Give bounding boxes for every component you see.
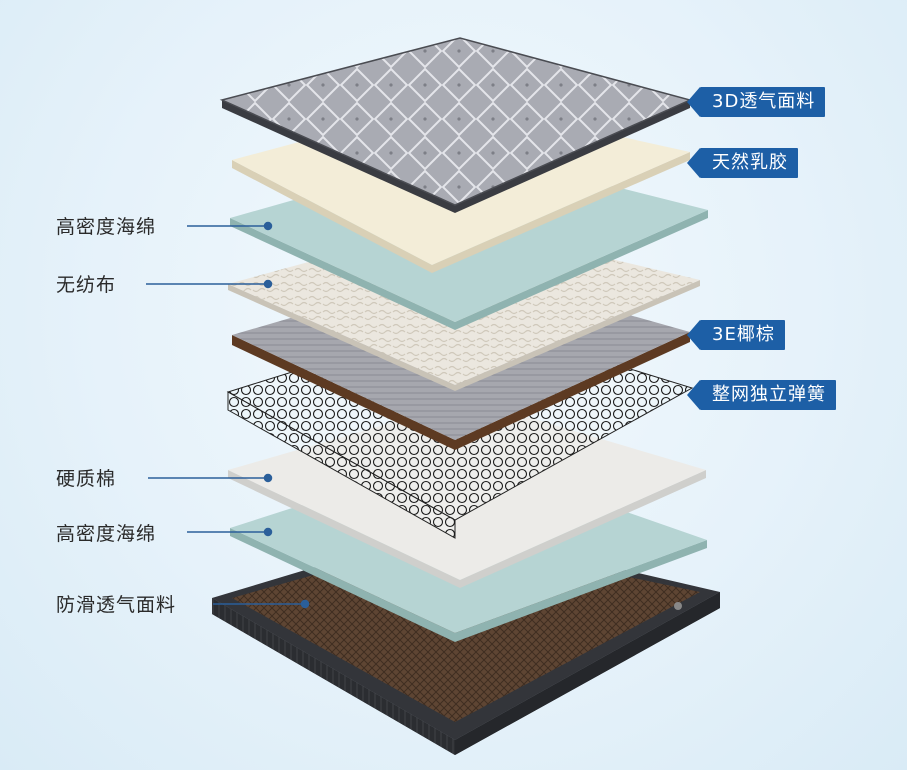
label-high-density-foam-upper: 高密度海绵 bbox=[56, 216, 157, 238]
tag-pocket-springs: 整网独立弹簧 bbox=[687, 380, 836, 410]
leader-lines-left bbox=[146, 221, 310, 609]
label-antislip-fabric: 防滑透气面料 bbox=[56, 594, 177, 616]
label-high-density-foam-lower: 高密度海绵 bbox=[56, 523, 157, 545]
label-hard-cotton: 硬质棉 bbox=[56, 468, 117, 490]
tag-3e-coir: 3E椰棕 bbox=[687, 320, 785, 350]
tag-natural-latex: 天然乳胶 bbox=[687, 148, 798, 178]
label-nonwoven: 无纺布 bbox=[56, 274, 117, 296]
tag-3d-breathable-fabric: 3D透气面料 bbox=[686, 87, 826, 117]
